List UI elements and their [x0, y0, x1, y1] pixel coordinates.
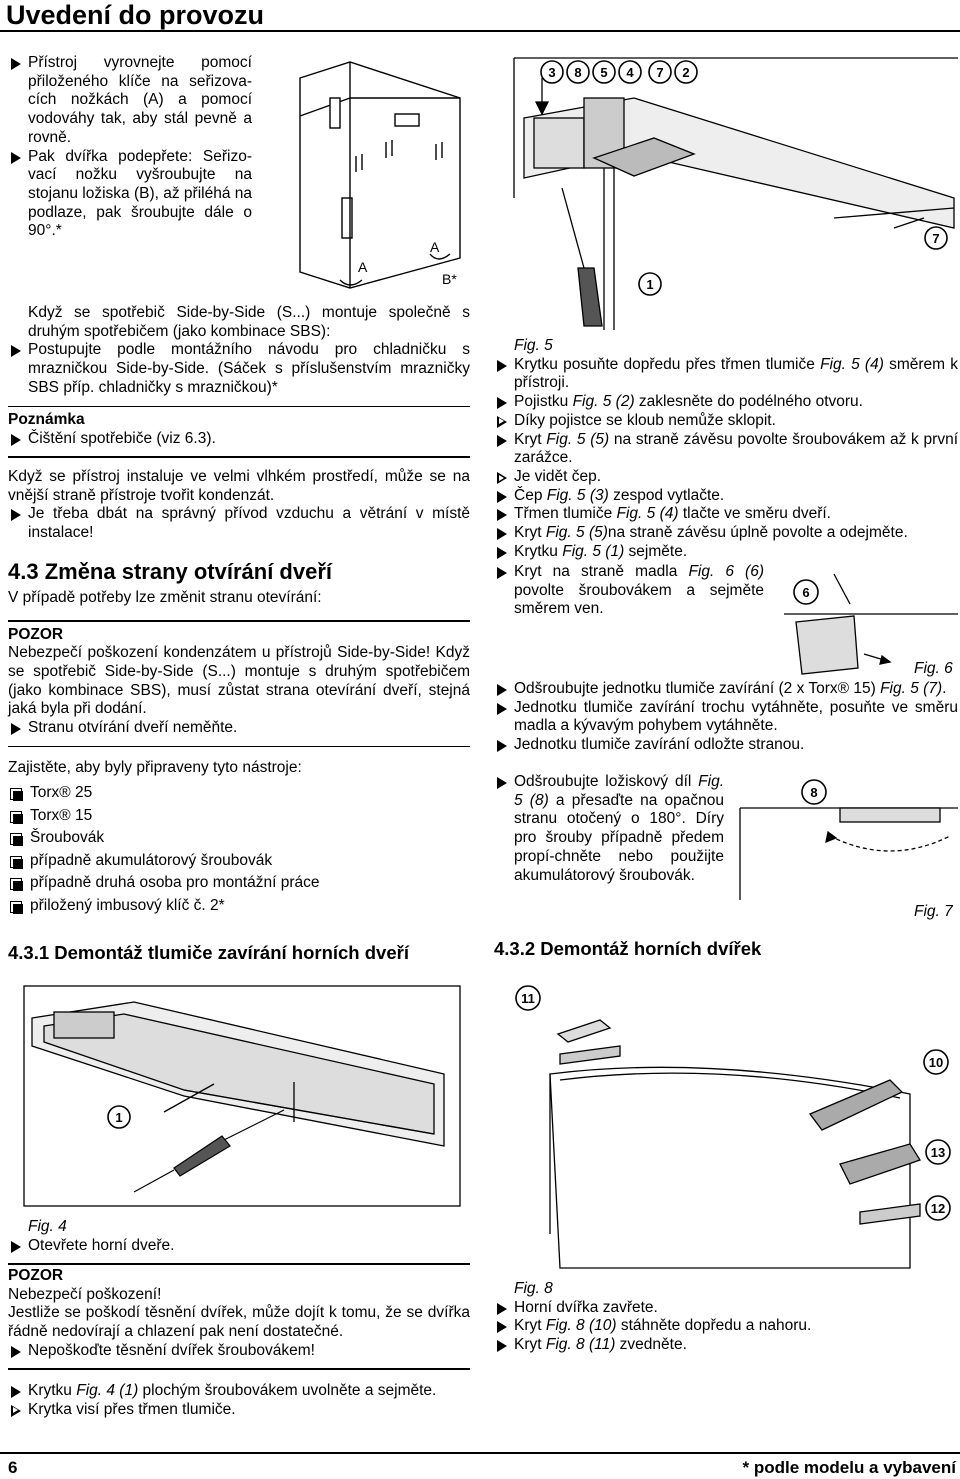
- fig7-caption: Fig. 7: [914, 903, 953, 920]
- right-step: Krytku posuňte dopředu přes třmen tlumič…: [494, 356, 958, 393]
- label-b: B*: [442, 271, 457, 287]
- right-step: Krytku Fig. 5 (1) sejměte.: [494, 543, 958, 562]
- note-item: Čištění spotřebiče (viz 6.3).: [8, 430, 470, 449]
- fig5-callout-4: 4: [626, 65, 634, 80]
- warning-bullet-2: Nepoškoďte těsnění dvířek šroubovákem!: [8, 1342, 470, 1361]
- right-step: Jednotku tlumiče zavírání odložte strano…: [494, 736, 958, 755]
- right-step: Je vidět čep.: [494, 468, 958, 487]
- tool-item: Torx® 25: [8, 784, 470, 803]
- step-remove-cap: Krytku Fig. 4 (1) plochým šroubovákem uv…: [8, 1382, 470, 1401]
- divider: [8, 405, 470, 408]
- fig7-callout-8: 8: [810, 785, 817, 800]
- right-column-steps-2: Odšroubujte jednotku tlumiče zavírání (2…: [494, 680, 958, 755]
- fig6-step: Kryt na straně madla Fig. 6 (6) povolte …: [494, 563, 764, 619]
- section-4-3-1-text: Fig. 4 Otevřete horní dveře. POZOR Nebez…: [8, 1218, 470, 1419]
- warning-text: Nebezpečí poškození kondenzátem u přístr…: [8, 644, 470, 718]
- fig5-callout-5: 5: [600, 65, 607, 80]
- right-step: Díky pojistce se kloub nemůže sklopit.: [494, 412, 958, 431]
- right-column-steps: Fig. 5 Krytku posuňte dopředu přes třmen…: [494, 337, 958, 561]
- note-title: Poznámka: [8, 411, 85, 429]
- tools-intro: Zajistěte, aby byly připraveny tyto nást…: [8, 759, 302, 777]
- warning-line-2: Jestliže se poškodí těsnění dvířek, může…: [8, 1304, 470, 1341]
- right-step: Jednotku tlumiče zavírání trochu vytáhně…: [494, 699, 958, 736]
- warning-title-2: POZOR: [8, 1266, 64, 1284]
- footer-rule: [0, 1452, 960, 1454]
- divider: [8, 620, 470, 622]
- fig5-callout-3: 3: [548, 65, 555, 80]
- humid-bullet: Je třeba dbát na správný přívod vzduchu …: [8, 505, 470, 542]
- divider: [8, 456, 470, 458]
- tool-item: Torx® 15: [8, 807, 470, 826]
- tools-list: Torx® 25 Torx® 15 Šroubovák případně aku…: [8, 784, 470, 915]
- divider: [8, 745, 470, 748]
- humid-paragraph: Když se přístroj instaluje ve velmi vlhk…: [8, 467, 470, 504]
- section-heading-4-3: 4.3 Změna strany otvírání dveří: [8, 558, 333, 584]
- header-rule: [0, 30, 960, 32]
- divider: [8, 1368, 470, 1370]
- page-title: Uvedení do provozu: [6, 0, 265, 30]
- intro-bullet-1: Přístroj vyrovnejte pomocí přiloženého k…: [8, 54, 252, 148]
- fig4-caption: Fig. 4: [28, 1218, 67, 1235]
- fig5-callout-8: 8: [574, 65, 581, 80]
- fig5-callout-2: 2: [682, 65, 689, 80]
- section-heading-4-3-1: 4.3.1 Demontáž tlumiče zavírání horních …: [8, 942, 409, 963]
- sbs-paragraph: Když se spotřebič Side-by-Side (S...) mo…: [28, 304, 470, 340]
- tool-item: přiložený imbusový klíč č. 2*: [8, 897, 470, 916]
- fig4-illustration: 1: [23, 985, 461, 1207]
- warning-bullet: Stranu otvírání dveří neměňte.: [8, 719, 470, 738]
- fig8-caption: Fig. 8: [514, 1280, 553, 1297]
- left-column-text: Když se spotřebič Side-by-Side (S...) mo…: [8, 304, 470, 919]
- right-step: Čep Fig. 5 (3) zespod vytlačte.: [494, 487, 958, 506]
- tool-item: Šroubovák: [8, 829, 470, 848]
- fig6-illustration: 6: [784, 573, 958, 675]
- page-number: 6: [8, 1458, 18, 1477]
- fig5-callout-1: 1: [646, 277, 653, 292]
- fig8-callout-11: 11: [521, 991, 535, 1006]
- fig5-illustration: 3 8 5 4 7 2 7 1: [513, 57, 958, 330]
- right-step: Pojistku Fig. 5 (2) zaklesněte do podéln…: [494, 393, 958, 412]
- warning-title: POZOR: [8, 625, 64, 643]
- fig6-caption: Fig. 6: [914, 660, 953, 677]
- fig5-callout-7: 7: [656, 65, 663, 80]
- tool-item: případně druhá osoba pro montážní práce: [8, 874, 470, 893]
- fig7-step: Odšroubujte ložiskový díl Fig. 5 (8) a p…: [494, 773, 724, 885]
- fig8-callout-10: 10: [929, 1055, 943, 1070]
- section-intro: V případě potřeby lze změnit stranu otev…: [8, 589, 322, 607]
- step: Kryt Fig. 8 (10) stáhněte dopředu a naho…: [494, 1317, 958, 1336]
- warning-line-1: Nebezpečí poškození!: [8, 1285, 162, 1303]
- label-a-left: A: [358, 259, 368, 275]
- step-open-door: Otevřete horní dveře.: [8, 1237, 470, 1256]
- fig8-callout-12: 12: [931, 1201, 945, 1216]
- footer-note: * podle modelu a vybavení: [742, 1458, 956, 1477]
- fig8-illustration: 11 10 13 12: [515, 985, 951, 1269]
- right-step: Kryt Fig. 5 (5) na straně závěsu povolte…: [494, 431, 958, 468]
- appliance-feet-figure: A A B*: [299, 61, 461, 289]
- right-step: Kryt Fig. 5 (5)na straně závěsu úplně po…: [494, 524, 958, 543]
- step: Horní dvířka zavřete.: [494, 1299, 958, 1318]
- tool-item: případně akumulátorový šroubovák: [8, 852, 470, 871]
- step-cap-hangs: Krytka visí přes třmen tlumiče.: [8, 1401, 470, 1420]
- step: Kryt Fig. 8 (11) zvedněte.: [494, 1336, 958, 1355]
- sbs-bullet: Postupujte podle montážního návodu pro c…: [8, 341, 470, 397]
- intro-bullet-2: Pak dvířka podepřete: Seřizo-vací nožku …: [8, 148, 252, 242]
- section-heading-4-3-2: 4.3.2 Demontáž horních dvířek: [494, 938, 762, 959]
- fig6-callout-6: 6: [802, 585, 809, 600]
- label-a-right: A: [430, 239, 440, 255]
- section-4-3-2-text: Fig. 8 Horní dvířka zavřete. Kryt Fig. 8…: [494, 1280, 958, 1355]
- fig7-illustration: 8: [739, 779, 958, 900]
- fig5-caption: Fig. 5: [514, 337, 553, 354]
- fig8-callout-13: 13: [931, 1145, 945, 1160]
- fig4-callout-1: 1: [115, 1110, 122, 1125]
- intro-bullets: Přístroj vyrovnejte pomocí přiloženého k…: [8, 54, 252, 241]
- divider: [8, 1263, 470, 1265]
- fig5-callout-7b: 7: [932, 231, 939, 246]
- right-step: Třmen tlumiče Fig. 5 (4) tlačte ve směru…: [494, 505, 958, 524]
- right-step: Odšroubujte jednotku tlumiče zavírání (2…: [494, 680, 958, 699]
